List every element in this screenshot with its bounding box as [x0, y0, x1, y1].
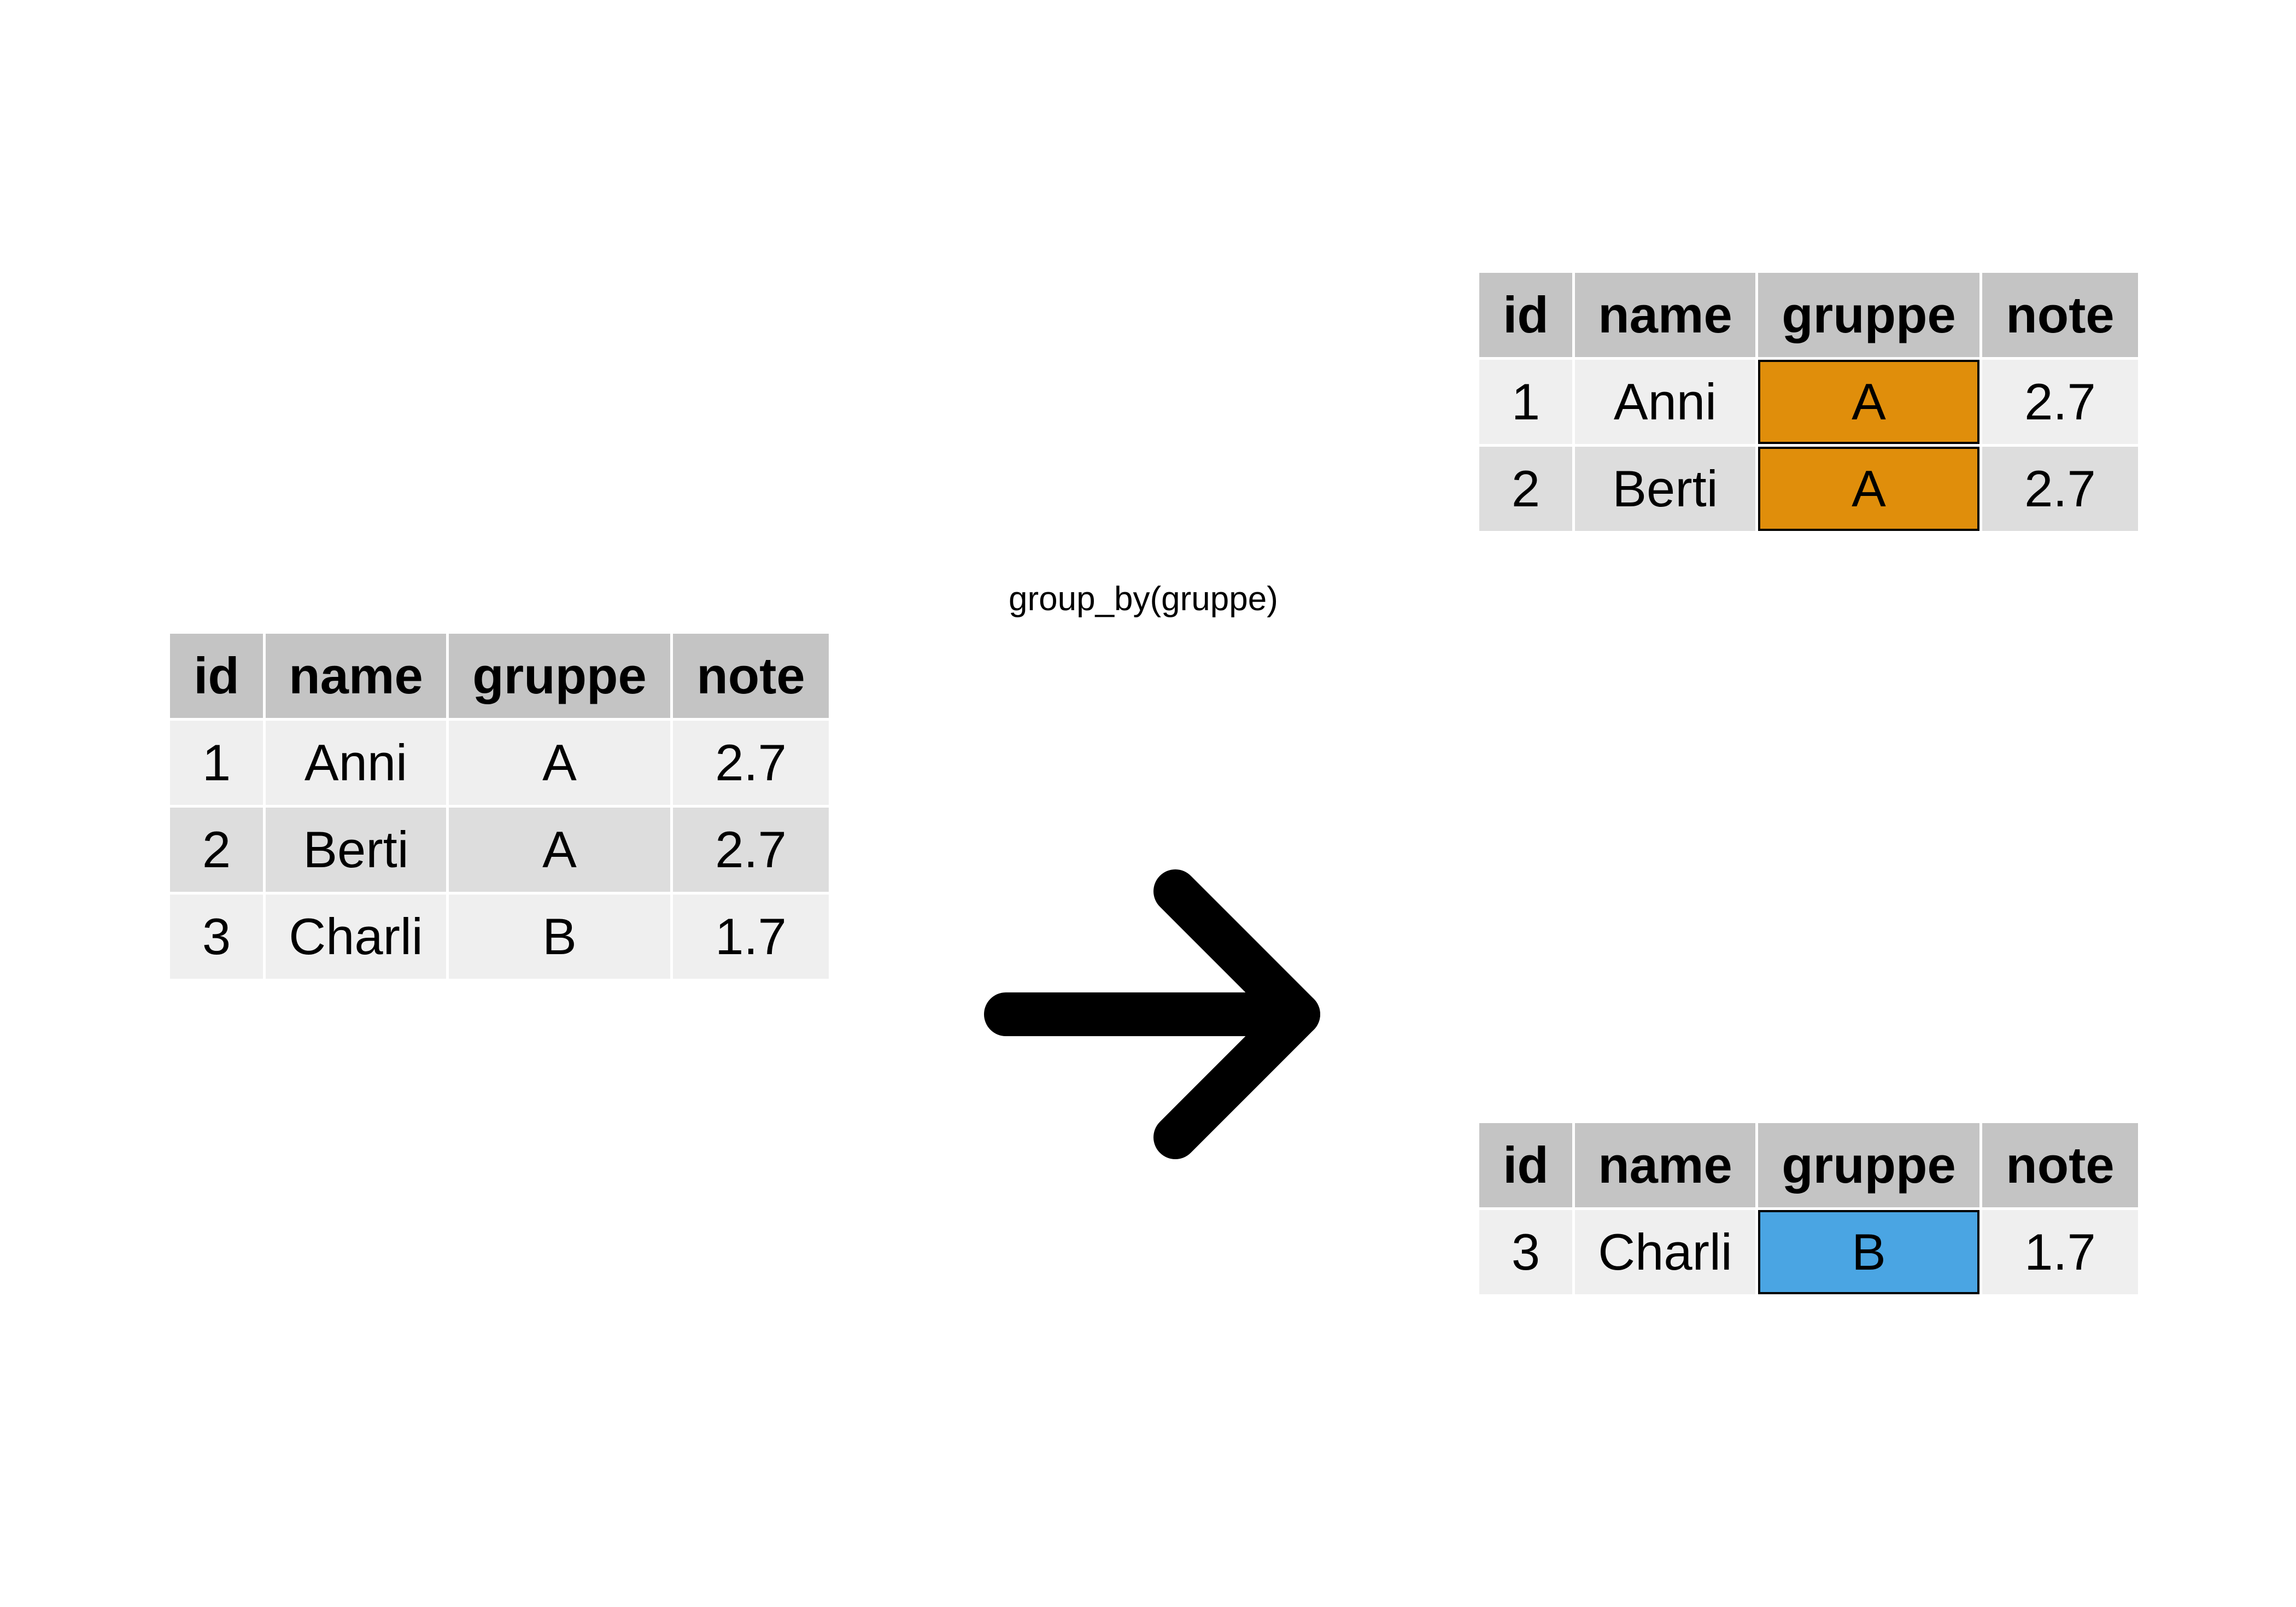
header-gruppe: gruppe [1758, 1123, 1979, 1207]
header-id: id [1479, 273, 1572, 357]
header-name: name [266, 634, 446, 718]
cell-id: 3 [170, 895, 263, 979]
header-id: id [1479, 1123, 1572, 1207]
table-row: 3 Charli B 1.7 [170, 895, 829, 979]
header-note: note [673, 634, 829, 718]
header-note: note [1982, 1123, 2138, 1207]
cell-gruppe-highlight: A [1758, 447, 1979, 531]
cell-name: Charli [1575, 1210, 1755, 1294]
cell-name: Anni [1575, 360, 1755, 444]
group-a-table: id name gruppe note 1 Anni A 2.7 2 Berti… [1479, 273, 2138, 531]
header-gruppe: gruppe [449, 634, 670, 718]
arrow-right-icon [984, 869, 1320, 1159]
cell-gruppe-highlight: B [1758, 1210, 1979, 1294]
table-header-row: id name gruppe note [1479, 1123, 2138, 1207]
cell-id: 1 [170, 721, 263, 805]
cell-name: Berti [266, 808, 446, 892]
header-gruppe: gruppe [1758, 273, 1979, 357]
cell-gruppe-highlight: A [1758, 360, 1979, 444]
header-note: note [1982, 273, 2138, 357]
table-row: 2 Berti A 2.7 [170, 808, 829, 892]
table-header-row: id name gruppe note [1479, 273, 2138, 357]
cell-id: 3 [1479, 1210, 1572, 1294]
table-row: 1 Anni A 2.7 [170, 721, 829, 805]
cell-id: 2 [170, 808, 263, 892]
cell-note: 1.7 [1982, 1210, 2138, 1294]
cell-name: Charli [266, 895, 446, 979]
cell-id: 2 [1479, 447, 1572, 531]
source-table: id name gruppe note 1 Anni A 2.7 2 Berti… [170, 634, 829, 979]
header-name: name [1575, 1123, 1755, 1207]
group-b-table: id name gruppe note 3 Charli B 1.7 [1479, 1123, 2138, 1294]
table-row: 1 Anni A 2.7 [1479, 360, 2138, 444]
cell-gruppe: B [449, 895, 670, 979]
cell-note: 1.7 [673, 895, 829, 979]
header-name: name [1575, 273, 1755, 357]
table-row: 3 Charli B 1.7 [1479, 1210, 2138, 1294]
cell-note: 2.7 [673, 721, 829, 805]
cell-note: 2.7 [673, 808, 829, 892]
table-header-row: id name gruppe note [170, 634, 829, 718]
cell-name: Berti [1575, 447, 1755, 531]
header-id: id [170, 634, 263, 718]
operation-label: group_by(gruppe) [1009, 580, 1278, 618]
cell-gruppe: A [449, 721, 670, 805]
cell-note: 2.7 [1982, 360, 2138, 444]
cell-gruppe: A [449, 808, 670, 892]
cell-id: 1 [1479, 360, 1572, 444]
cell-name: Anni [266, 721, 446, 805]
cell-note: 2.7 [1982, 447, 2138, 531]
table-row: 2 Berti A 2.7 [1479, 447, 2138, 531]
